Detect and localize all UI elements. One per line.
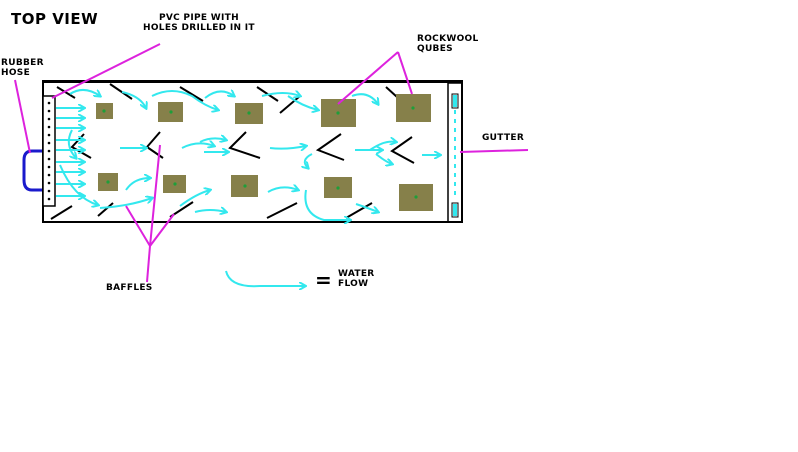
legend-water-flow-label: WATER FLOW [338, 269, 375, 289]
legend-equals: = [315, 268, 333, 292]
rockwool-callout-line [397, 51, 413, 95]
rockwool-cubes [96, 94, 433, 211]
hose-callout-line [14, 79, 31, 154]
pvc-callout-line [51, 43, 161, 99]
water-flow-arrows [56, 89, 440, 220]
gutter-callout-line [459, 149, 529, 153]
rubber-hose [22, 149, 42, 192]
rockwool-callout-line [337, 51, 399, 105]
gutter-label: GUTTER [482, 133, 525, 143]
baffles-callout-line [149, 213, 175, 247]
gutter [447, 82, 463, 223]
baffles-callout-line [146, 245, 151, 283]
callout-lines [14, 43, 529, 283]
baffles-callout-line [125, 205, 151, 247]
page-title: TOP VIEW [11, 10, 99, 28]
pvc-pipe [42, 95, 56, 207]
rubber-hose-label: RUBBER HOSE [1, 58, 44, 78]
cube-seedlings [102, 106, 418, 199]
baffles-label: BAFFLES [106, 283, 153, 293]
baffles-callout-line [149, 144, 161, 247]
tray-inner-wall-top [43, 82, 462, 83]
legend-water-arrow [225, 270, 305, 286]
pvc-pipe-label: PVC PIPE WITH HOLES DRILLED IN IT [143, 13, 255, 33]
rockwool-label: ROCKWOOL QUBES [417, 34, 479, 54]
